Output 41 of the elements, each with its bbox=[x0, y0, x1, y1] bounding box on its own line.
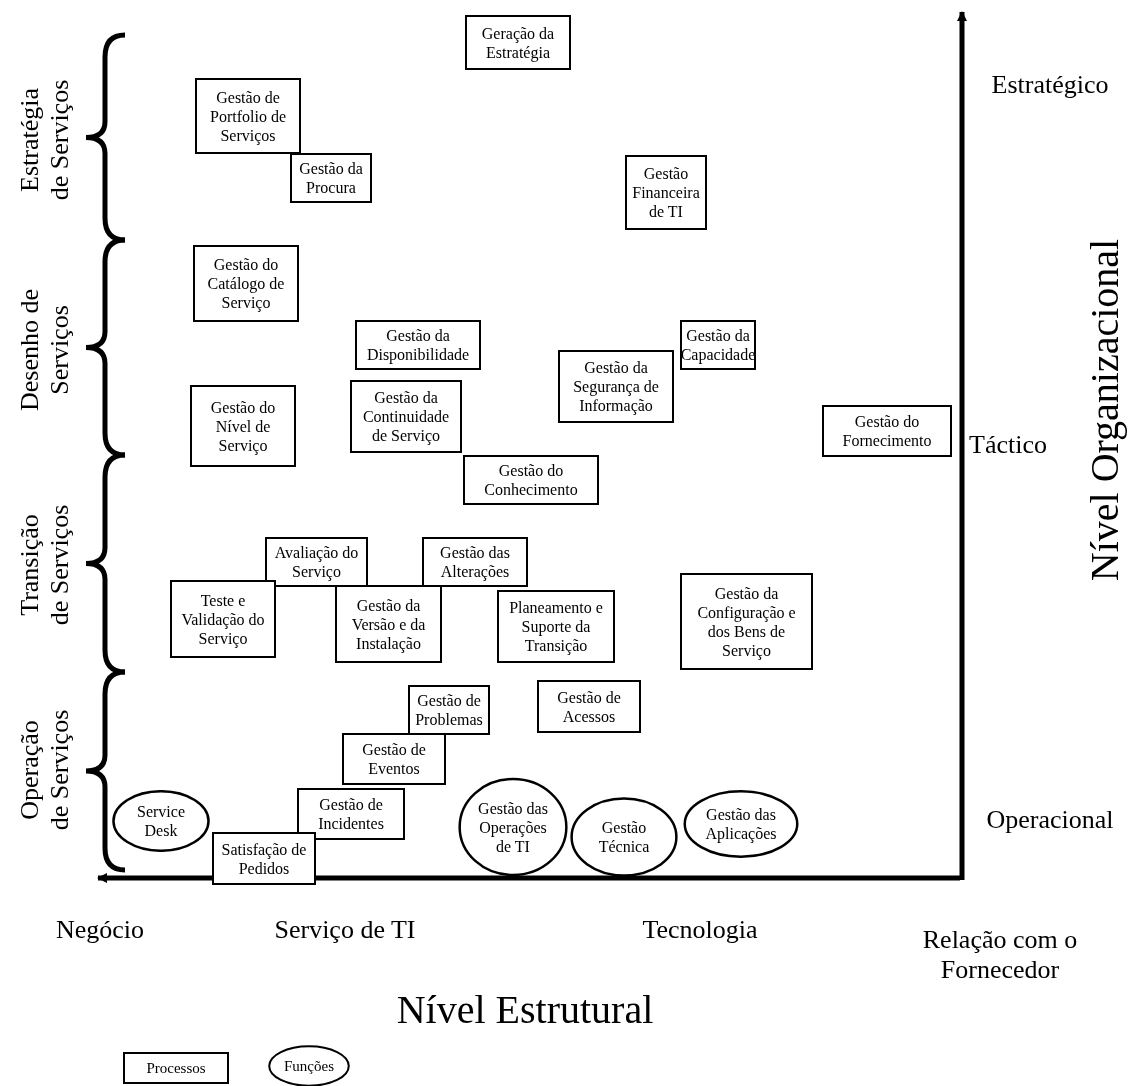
process-box: Gestão da Versão e da Instalação bbox=[335, 585, 442, 663]
process-box: Gestão do Nível de Serviço bbox=[190, 385, 296, 467]
axis-category-label: Tecnologia bbox=[641, 915, 759, 945]
process-box: Gestão de Portfolio de Serviços bbox=[195, 78, 301, 154]
function-ellipse: Service Desk bbox=[112, 790, 210, 852]
process-box: Gestão da Disponibilidade bbox=[355, 320, 481, 370]
process-box: Avaliação do Serviço bbox=[265, 537, 368, 587]
process-box: Gestão de Eventos bbox=[342, 733, 446, 785]
process-box: Geração da Estratégia bbox=[465, 15, 571, 70]
section-label: Transição de Serviços bbox=[15, 503, 75, 628]
process-box: Gestão das Alterações bbox=[422, 537, 528, 587]
function-ellipse: Gestão Técnica bbox=[570, 797, 678, 877]
process-box: Gestão da Procura bbox=[290, 153, 372, 203]
process-box: Gestão do Fornecimento bbox=[822, 405, 952, 457]
process-box: Planeamento e Suporte da Transição bbox=[497, 590, 615, 663]
process-box: Gestão Financeira de TI bbox=[625, 155, 707, 230]
level-label: Táctico bbox=[968, 430, 1048, 460]
legend-process-box: Processos bbox=[123, 1052, 229, 1084]
axis-category-label: Relação com o Fornecedor bbox=[921, 925, 1079, 985]
process-box: Satisfação de Pedidos bbox=[212, 832, 316, 885]
process-box: Gestão da Capacidade bbox=[680, 320, 756, 370]
function-ellipse: Gestão das Aplicações bbox=[683, 790, 799, 858]
section-label: Desenho de Serviços bbox=[15, 288, 75, 413]
axis-title: Nível Estrutural bbox=[395, 987, 655, 1033]
process-box: Gestão do Catálogo de Serviço bbox=[193, 245, 299, 322]
section-label: Operação de Serviços bbox=[15, 708, 75, 833]
level-label: Estratégico bbox=[990, 70, 1110, 100]
axis-title: Nível Organizacional bbox=[1082, 237, 1128, 584]
axis-category-label: Negócio bbox=[54, 915, 146, 945]
process-box: Gestão de Incidentes bbox=[297, 788, 405, 840]
process-box: Teste e Validação do Serviço bbox=[170, 580, 276, 658]
process-box: Gestão da Segurança de Informação bbox=[558, 350, 674, 423]
level-label: Operacional bbox=[985, 805, 1115, 835]
process-box: Gestão da Continuidade de Serviço bbox=[350, 380, 462, 453]
process-box: Gestão de Acessos bbox=[537, 680, 641, 733]
axis-category-label: Serviço de TI bbox=[273, 915, 417, 945]
section-label: Estratégia de Serviços bbox=[15, 78, 75, 203]
process-box: Gestão de Problemas bbox=[408, 685, 490, 735]
process-box: Gestão do Conhecimento bbox=[463, 455, 599, 505]
function-ellipse: Gestão das Operações de TI bbox=[458, 777, 568, 877]
process-box: Gestão da Configuração e dos Bens de Serviço bbox=[680, 573, 813, 670]
